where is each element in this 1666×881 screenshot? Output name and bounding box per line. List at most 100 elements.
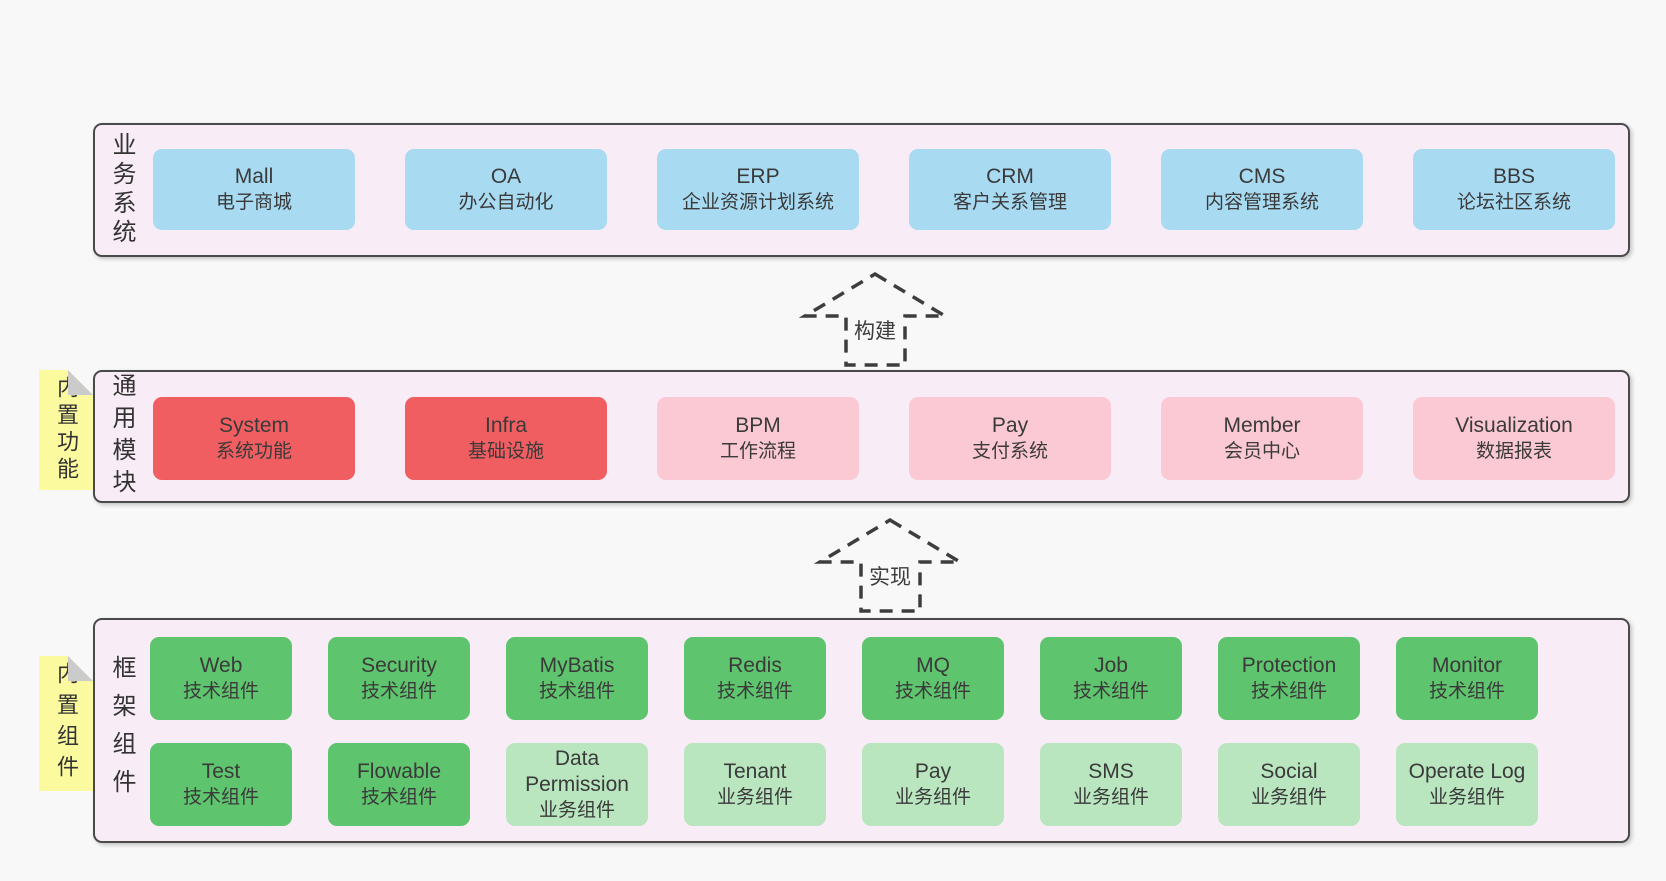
box-title: Operate Log [1408,759,1526,783]
box-subtitle: 业务组件 [538,799,615,821]
band-common-modules-label: 通用模块 [108,372,135,501]
box-title: Mall [234,164,274,188]
band-framework-components-label: 框架组件 [108,654,135,807]
box-subtitle: 支付系统 [971,440,1048,462]
box-subtitle: 论坛社区系统 [1456,191,1571,213]
box-mall: Mall 电子商城 [153,149,355,230]
band-common-modules: 通用模块 System 系统功能 Infra 基础设施 BPM 工作流程 Pay… [93,370,1630,503]
box-pay-system: Pay 支付系统 [909,397,1111,480]
box-title: Data Permission [525,746,629,796]
box-job: Job 技术组件 [1040,637,1182,720]
box-title: SMS [1088,759,1134,783]
box-title: Pay [914,759,952,783]
box-tenant: Tenant 业务组件 [684,743,826,826]
box-subtitle: 数据报表 [1475,440,1552,462]
box-title: Monitor [1431,653,1503,677]
box-system: System 系统功能 [153,397,355,480]
box-subtitle: 技术组件 [360,786,437,808]
box-operate-log: Operate Log 业务组件 [1396,743,1538,826]
sticky-note-label: 内置功能 [54,376,79,484]
box-title: CRM [986,164,1034,188]
box-title: Infra [484,413,528,437]
box-title: BPM [735,413,781,437]
box-pay-component: Pay 业务组件 [862,743,1004,826]
box-subtitle: 业务组件 [1428,786,1505,808]
box-subtitle: 技术组件 [894,680,971,702]
box-crm: CRM 客户关系管理 [909,149,1111,230]
box-redis: Redis 技术组件 [684,637,826,720]
box-bpm: BPM 工作流程 [657,397,859,480]
box-bbs: BBS 论坛社区系统 [1413,149,1615,230]
box-mybatis: MyBatis 技术组件 [506,637,648,720]
sticky-note-builtin-function: 内置功能 [39,370,93,490]
box-subtitle: 技术组件 [182,680,259,702]
box-subtitle: 业务组件 [716,786,793,808]
box-title: Redis [728,653,782,677]
box-subtitle: 电子商城 [215,191,292,213]
box-title: ERP [736,164,780,188]
box-erp: ERP 企业资源计划系统 [657,149,859,230]
arrow-build: 构建 [798,271,952,368]
box-subtitle: 基础设施 [467,440,544,462]
box-subtitle: 系统功能 [215,440,292,462]
box-visualization: Visualization 数据报表 [1413,397,1615,480]
box-subtitle: 技术组件 [538,680,615,702]
box-sms: SMS 业务组件 [1040,743,1182,826]
box-title: OA [490,164,522,188]
band-business-systems: 业务系统 Mall 电子商城 OA 办公自动化 ERP 企业资源计划系统 CRM… [93,123,1630,257]
box-title: MQ [916,653,950,677]
box-title: Pay [991,413,1029,437]
box-test: Test 技术组件 [150,743,292,826]
box-mq: MQ 技术组件 [862,637,1004,720]
box-subtitle: 技术组件 [182,786,259,808]
box-subtitle: 工作流程 [719,440,796,462]
box-data-permission: Data Permission 业务组件 [506,743,648,826]
box-subtitle: 技术组件 [1250,680,1327,702]
box-member: Member 会员中心 [1161,397,1363,480]
box-title: Security [361,653,437,677]
box-social: Social 业务组件 [1218,743,1360,826]
box-subtitle: 企业资源计划系统 [681,191,834,213]
box-title: Test [201,759,241,783]
box-subtitle: 客户关系管理 [952,191,1067,213]
box-title: MyBatis [539,653,615,677]
arrow-implement-label: 实现 [866,561,914,591]
box-flowable: Flowable 技术组件 [328,743,470,826]
box-subtitle: 技术组件 [716,680,793,702]
box-subtitle: 办公自动化 [458,191,554,213]
box-title: BBS [1492,164,1536,188]
box-security: Security 技术组件 [328,637,470,720]
box-infra: Infra 基础设施 [405,397,607,480]
arrow-build-label: 构建 [851,315,899,345]
band-business-systems-label: 业务系统 [108,132,135,248]
box-title: Visualization [1455,413,1573,437]
box-title: System [218,413,289,437]
box-subtitle: 业务组件 [1072,786,1149,808]
sticky-note-label: 内置组件 [54,661,79,786]
box-subtitle: 技术组件 [1072,680,1149,702]
box-title: Tenant [723,759,787,783]
box-cms: CMS 内容管理系统 [1161,149,1363,230]
box-protection: Protection 技术组件 [1218,637,1360,720]
box-title: Protection [1241,653,1337,677]
box-monitor: Monitor 技术组件 [1396,637,1538,720]
box-subtitle: 技术组件 [360,680,437,702]
sticky-note-builtin-component: 内置组件 [39,656,93,791]
up-arrow-icon [798,271,952,367]
up-arrow-icon [813,517,967,613]
box-title: CMS [1238,164,1286,188]
band-framework-components: 框架组件 Web 技术组件 Security 技术组件 MyBatis 技术组件… [93,618,1630,843]
box-title: Job [1094,653,1128,677]
box-title: Social [1260,759,1318,783]
box-title: Web [199,653,243,677]
box-subtitle: 会员中心 [1223,440,1300,462]
arrow-implement: 实现 [813,517,967,614]
box-web: Web 技术组件 [150,637,292,720]
box-subtitle: 内容管理系统 [1204,191,1319,213]
box-subtitle: 技术组件 [1428,680,1505,702]
box-title: Member [1223,413,1301,437]
box-subtitle: 业务组件 [1250,786,1327,808]
box-oa: OA 办公自动化 [405,149,607,230]
box-subtitle: 业务组件 [894,786,971,808]
